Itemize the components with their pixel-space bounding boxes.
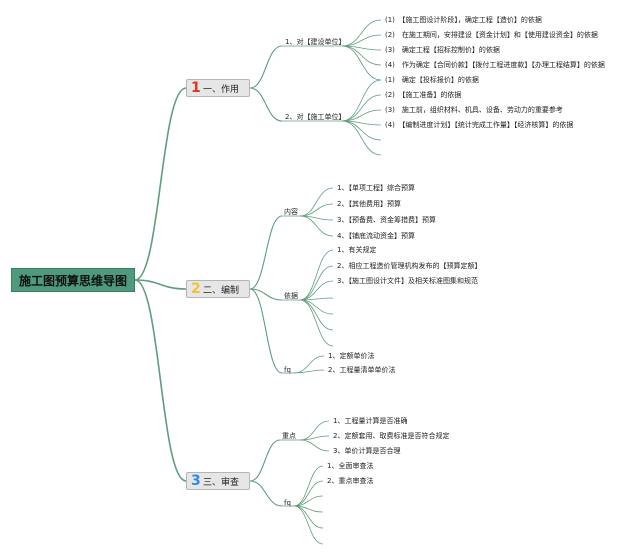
link-b1-g1-l5: [341, 45, 382, 81]
link-b2-g1-l1: [299, 187, 334, 217]
group-label-3-2[interactable]: fq: [284, 499, 291, 507]
link-b2-g1-l4: [299, 215, 334, 237]
leaf-1-2-2[interactable]: (2) 【施工准备】的依据: [385, 91, 462, 99]
leaf-1-2-1[interactable]: (1) 确定【投标报价】的依据: [385, 76, 479, 84]
leaf-3-1-2[interactable]: 2、定额套用、取费标准是否符合规定: [333, 432, 450, 440]
branch-label-1: 一、作用: [203, 84, 240, 95]
link-b3-g2-l2: [293, 480, 324, 507]
leaf-2-2-2[interactable]: 2、相应工程造价管理机构发布的【预算定额】: [337, 262, 482, 270]
leaf-2-1-2[interactable]: 2、【其他费用】预算: [337, 200, 401, 208]
link-b2-g3-l1: [293, 355, 325, 374]
leaf-1-1-3[interactable]: (3) 确定工程【招标控制价】的依据: [385, 46, 500, 54]
link-b2-g3-l2: [293, 369, 325, 374]
link-root-b2: [134, 279, 187, 290]
link-b1-g2: [249, 87, 283, 122]
link-b1-g2-l6: [341, 120, 382, 156]
branch-label-2: 二、编制: [203, 285, 240, 296]
leaf-1-2-3[interactable]: (3) 施工前，组织材料、机具、设备、劳动力的重要参考: [385, 106, 563, 114]
link-b1-g1-l1: [341, 19, 382, 47]
link-b3-g1: [249, 439, 281, 482]
group-label-2-2[interactable]: 依据: [284, 292, 298, 300]
leaf-2-1-3[interactable]: 3、【预备费、资金筹措费】预算: [337, 216, 436, 224]
leaf-2-1-4[interactable]: 4、【铺底流动资金】预算: [337, 232, 415, 240]
link-root-b1: [134, 87, 187, 281]
leaf-3-2-1[interactable]: 1、全面审查法: [327, 462, 374, 470]
leaf-3-1-1[interactable]: 1、工程量计算是否准确: [333, 417, 408, 425]
link-b1-g2-l5: [341, 120, 382, 141]
group-label-3-1[interactable]: 重点: [282, 432, 296, 440]
group-label-2-1[interactable]: 内容: [284, 208, 298, 216]
leaf-3-1-3[interactable]: 3、单价计算是否合理: [333, 447, 401, 455]
leaf-2-3-2[interactable]: 2、工程量清单单价法: [328, 366, 396, 374]
leaf-2-1-1[interactable]: 1、【单项工程】综合预算: [337, 184, 415, 192]
link-b1-g2-l3: [341, 109, 382, 122]
group-label-1-2[interactable]: 2、对【施工单位】: [285, 113, 346, 121]
branch-node-1[interactable]: 1 一、作用: [186, 79, 250, 97]
link-b3-g2-l6: [293, 505, 324, 545]
link-b2-g2-l6: [299, 299, 334, 331]
link-b2-g3: [249, 288, 283, 374]
leaf-2-2-1[interactable]: 1、有关规定: [337, 246, 377, 254]
leaf-1-1-4[interactable]: (4) 作为确定【合同价款】【拨付工程进度款】【办理工程结算】的依据: [385, 61, 605, 69]
leaf-1-1-2[interactable]: (2) 在施工期间，安排建设【资金计划】和【使用建设资金】的依据: [385, 31, 598, 39]
link-b2-g1-l2: [299, 203, 334, 217]
branch-number-1: 1: [191, 80, 201, 96]
link-b1-g2-l1: [341, 79, 382, 122]
link-b2-g2-l3: [299, 280, 334, 301]
leaf-2-3-1[interactable]: 1、定额单价法: [328, 352, 375, 360]
leaf-2-2-3[interactable]: 3、【施工图设计文件】及相关标准图集和规范: [337, 277, 478, 285]
group-label-1-1[interactable]: 1、对【建设单位】: [285, 38, 346, 46]
link-root-b3: [134, 279, 187, 482]
branch-node-2[interactable]: 2 二、编制: [186, 280, 250, 298]
link-b1-g1: [249, 45, 283, 89]
link-b2-g1: [249, 215, 283, 290]
leaf-1-1-1[interactable]: (1) 【施工图设计阶段】，确定工程【造价】的依据: [385, 16, 542, 24]
group-label-2-3[interactable]: fq: [284, 366, 291, 374]
branch-node-3[interactable]: 3 三、审查: [186, 472, 250, 490]
link-b2-g2: [249, 288, 283, 301]
link-b3-g2-l1: [293, 465, 324, 507]
link-b2-g2-l7: [299, 299, 334, 347]
link-b3-g2-l3: [293, 495, 324, 507]
link-b3-g2: [249, 480, 283, 507]
branch-label-3: 三、审查: [203, 477, 240, 488]
leaf-1-2-4[interactable]: (4) 【编制进度计划】【统计完成工作量】【经济核算】的依据: [385, 121, 574, 129]
link-b3-g1-l1: [299, 420, 330, 441]
leaf-3-2-2[interactable]: 2、重点审查法: [327, 477, 374, 485]
branch-number-2: 2: [191, 281, 201, 297]
branch-number-3: 3: [191, 473, 201, 489]
link-b1-g2-l2: [341, 94, 382, 122]
root-node[interactable]: 施工图预算思维导图: [11, 268, 135, 292]
link-b2-g2-l1: [299, 249, 334, 301]
link-b3-g1-l3: [299, 439, 330, 452]
link-b2-g2-l2: [299, 265, 334, 301]
link-b1-g1-l4: [341, 45, 382, 66]
link-b1-g1-l2: [341, 34, 382, 47]
